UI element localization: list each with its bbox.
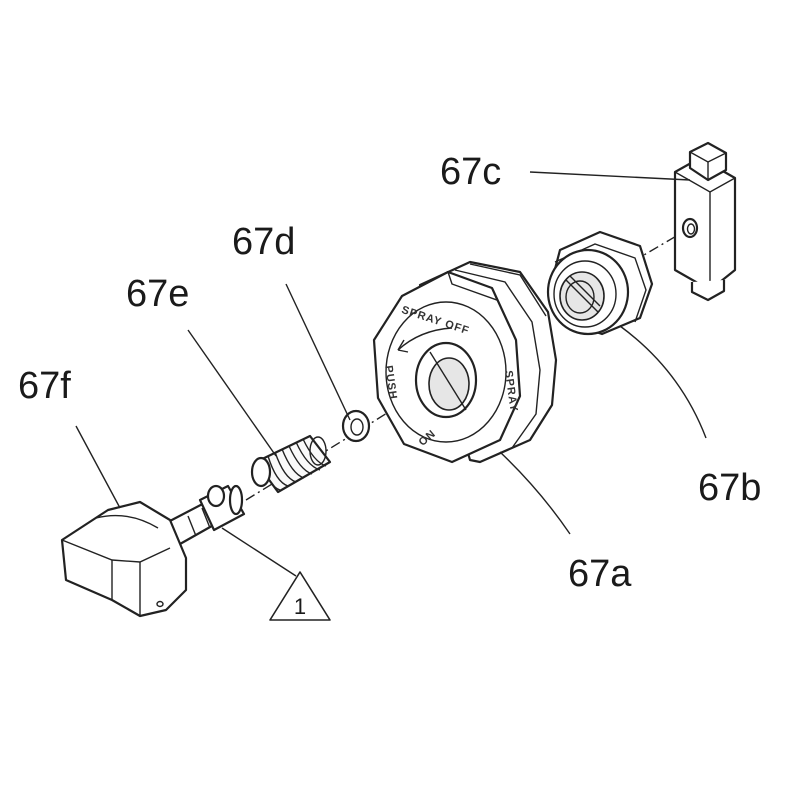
leader-67f bbox=[75, 425, 121, 509]
ring-text-left: PUSH bbox=[382, 365, 399, 401]
label-67b: 67b bbox=[698, 467, 761, 509]
leader-67d bbox=[285, 283, 351, 421]
part-67d-washer bbox=[341, 409, 371, 443]
leader-67a bbox=[499, 451, 571, 535]
label-67d: 67d bbox=[232, 221, 295, 263]
label-67a: 67a bbox=[568, 553, 632, 595]
leader-warning bbox=[221, 527, 297, 577]
warning-triangle-icon: 1 bbox=[269, 571, 331, 621]
part-67a-selector-ring: SPRAY OFF PUSH SPRAY ON bbox=[372, 260, 558, 464]
warning-marker-number: 1 bbox=[294, 594, 306, 619]
leader-67b bbox=[619, 325, 707, 439]
part-67b-nut bbox=[546, 230, 654, 336]
leader-lines bbox=[75, 171, 707, 577]
part-67f-knob bbox=[60, 484, 246, 618]
leader-67c bbox=[529, 171, 691, 181]
leader-67e bbox=[187, 329, 277, 457]
ring-text-right: SPRAY bbox=[502, 370, 520, 413]
label-67e: 67e bbox=[126, 273, 189, 315]
label-67f: 67f bbox=[18, 365, 71, 407]
part-67c-block bbox=[673, 141, 737, 302]
part-67e-spring bbox=[250, 434, 332, 494]
label-67c: 67c bbox=[440, 151, 501, 193]
